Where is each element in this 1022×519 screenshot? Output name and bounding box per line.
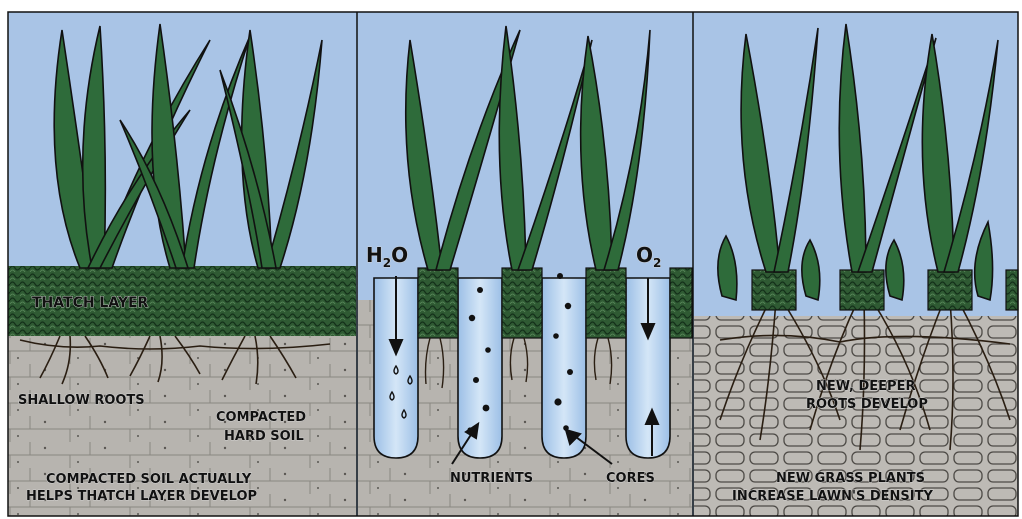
oxygen-symbol-sub: 2: [653, 256, 661, 270]
deeper-roots-line1: NEW, DEEPER: [816, 379, 915, 394]
compacted-label-line2: HARD SOIL: [224, 429, 304, 444]
density-line1: NEW GRASS PLANTS: [776, 471, 925, 486]
left-caption-line1: COMPACTED SOIL ACTUALLY: [46, 472, 252, 487]
deeper-roots-line2: ROOTS DEVELOP: [806, 397, 928, 412]
hole-2: [458, 278, 502, 458]
water-symbol-main: H: [366, 243, 383, 267]
water-symbol-tail: O: [391, 243, 408, 267]
hole-3: [542, 278, 586, 458]
nutrients-label: NUTRIENTS: [450, 471, 533, 486]
shallow-roots-label: SHALLOW ROOTS: [18, 393, 145, 408]
cores-label: CORES: [606, 471, 655, 486]
right-soil: [694, 316, 1018, 516]
compacted-label-line1: COMPACTED: [216, 410, 306, 425]
oxygen-symbol-main: O: [636, 243, 653, 267]
thatch-layer-label: THATCH LAYER: [32, 295, 149, 311]
water-symbol-sub: 2: [383, 256, 391, 270]
density-line2: INCREASE LAWN'S DENSITY: [732, 489, 933, 504]
left-caption-line2: HELPS THATCH LAYER DEVELOP: [26, 489, 257, 504]
